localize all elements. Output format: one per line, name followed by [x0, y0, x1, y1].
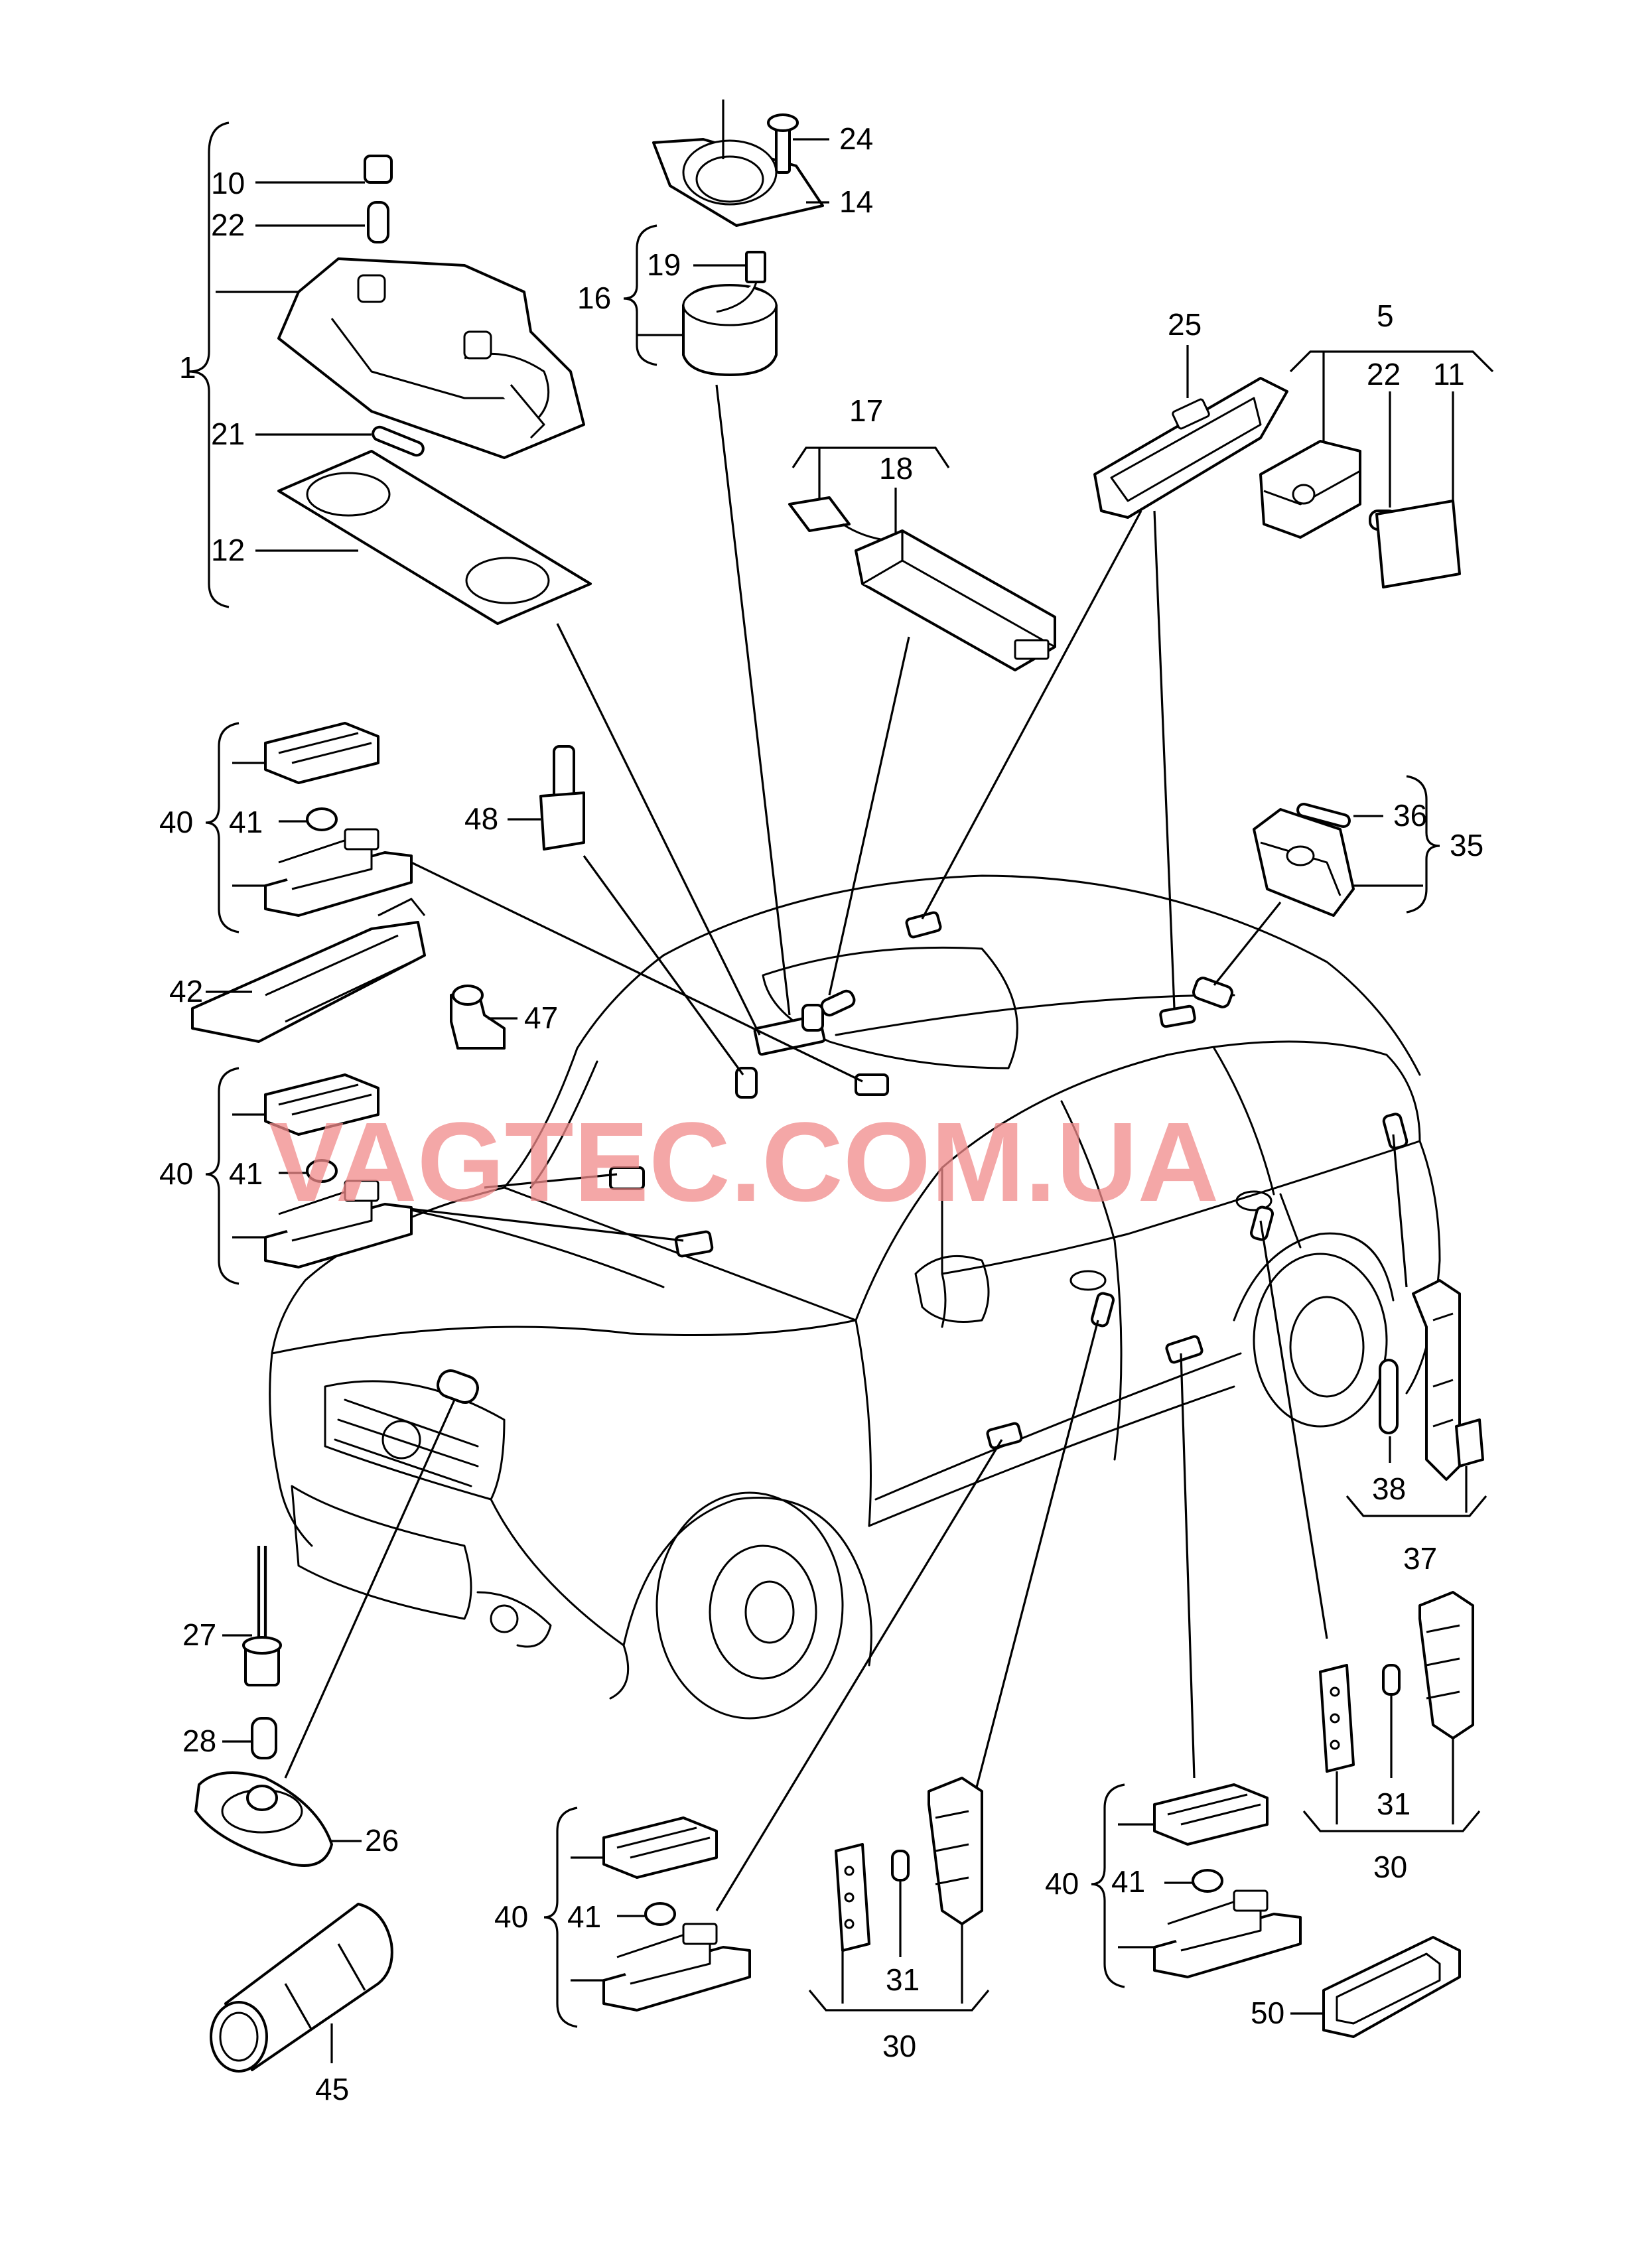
callout-26: 26 — [365, 1823, 399, 1858]
bulb-36 — [1296, 802, 1351, 829]
brace-40-bottom-right — [1091, 1783, 1194, 1988]
vehicle-outline — [269, 874, 1441, 1720]
lamp-40-bottom-right — [1153, 1783, 1302, 1978]
lighter-45 — [210, 1903, 393, 2073]
callout-24: 24 — [839, 121, 873, 156]
lamp-30-center — [835, 1777, 983, 1952]
brace-30-right — [1302, 1695, 1481, 1832]
callout-31-right: 31 — [1377, 1787, 1411, 1821]
bulb-38 — [1379, 1359, 1399, 1434]
callout-25: 25 — [1168, 307, 1202, 342]
brace-17 — [792, 446, 950, 537]
leader-lines — [284, 384, 1408, 1911]
callout-lines-1 — [255, 181, 372, 552]
screw-24 — [767, 113, 799, 174]
lamp-40-upper — [264, 722, 413, 917]
callout-10: 10 — [211, 166, 245, 200]
bulb-41-middle — [306, 1159, 338, 1183]
bulb-41-bottom-right — [1192, 1869, 1223, 1893]
callout-40-middle: 40 — [159, 1156, 193, 1191]
bulb-41-bottom-left — [644, 1902, 676, 1926]
lamp-40-bottom-left — [602, 1816, 751, 2012]
callout-41-bottom-left: 41 — [567, 1899, 601, 1934]
callout-17: 17 — [849, 393, 883, 428]
switch-47 — [450, 985, 506, 1050]
speaker-bracket-14 — [652, 100, 824, 227]
brace-35 — [1353, 775, 1440, 914]
callout-31-center: 31 — [886, 1962, 920, 1997]
callout-42: 42 — [169, 974, 203, 1008]
lamp-40-middle — [264, 1073, 413, 1268]
callout-40-bottom-left: 40 — [494, 1899, 528, 1934]
callout-11: 11 — [1433, 357, 1465, 391]
watermark-text: VAGTEC.COM.UA — [269, 1099, 1219, 1225]
callout-21: 21 — [211, 417, 245, 451]
bulb-31-right — [1382, 1664, 1401, 1696]
bulb-holder-27 — [242, 1546, 282, 1686]
callout-30-right: 30 — [1373, 1850, 1407, 1884]
brace-37 — [1345, 1436, 1487, 1517]
callout-36: 36 — [1393, 798, 1427, 833]
callout-48: 48 — [464, 801, 498, 836]
callout-19: 19 — [647, 247, 681, 282]
bulb-41-upper — [306, 807, 338, 831]
switch-48 — [539, 745, 585, 851]
callout-22-right: 22 — [1367, 357, 1401, 391]
lens-12 — [277, 450, 592, 625]
lamp-30-right — [1319, 1591, 1474, 1773]
brace-1 — [188, 121, 302, 608]
brace-16 — [623, 224, 683, 366]
cover-11 — [1375, 500, 1461, 588]
callout-18: 18 — [879, 451, 913, 486]
callout-28: 28 — [182, 1724, 216, 1758]
trim-42 — [191, 898, 426, 1043]
callout-41-upper: 41 — [229, 805, 263, 839]
callout-14: 14 — [839, 184, 873, 219]
callout-22-left: 22 — [211, 208, 245, 242]
callout-38: 38 — [1372, 1471, 1406, 1506]
callout-27: 27 — [182, 1617, 216, 1652]
bulb-21 — [372, 425, 425, 457]
brace-5 — [1289, 350, 1494, 508]
callout-16: 16 — [577, 281, 611, 315]
callout-37: 37 — [1403, 1541, 1437, 1576]
callout-5: 5 — [1377, 299, 1394, 333]
interior-light-assembly — [277, 155, 585, 459]
callout-41-middle: 41 — [229, 1156, 263, 1191]
bulb-28 — [251, 1717, 277, 1759]
callout-12: 12 — [211, 533, 245, 567]
callout-40-bottom-right: 40 — [1045, 1866, 1079, 1901]
socket-10 — [364, 155, 393, 184]
module-18 — [788, 496, 1056, 671]
frame-25 — [1093, 345, 1288, 519]
brace-30-center — [808, 1881, 990, 2012]
callout-50: 50 — [1251, 1996, 1284, 2030]
callout-47: 47 — [524, 1000, 558, 1035]
bulb-22-top — [367, 201, 389, 243]
lamp-26 — [194, 1771, 333, 1867]
sensor-16 — [682, 251, 778, 376]
cover-50 — [1322, 1936, 1461, 2038]
callout-41-bottom-right: 41 — [1111, 1864, 1145, 1899]
callout-45: 45 — [315, 2072, 349, 2106]
callout-35: 35 — [1450, 828, 1483, 862]
callout-40-upper: 40 — [159, 805, 193, 839]
callout-1: 1 — [179, 350, 196, 385]
lamp-37 — [1379, 1279, 1484, 1481]
lamp-35 — [1253, 802, 1355, 917]
callout-30-center: 30 — [882, 2029, 916, 2063]
bulb-31-center — [891, 1850, 910, 1881]
switch-5 — [1259, 440, 1461, 588]
connector-19 — [745, 251, 766, 283]
